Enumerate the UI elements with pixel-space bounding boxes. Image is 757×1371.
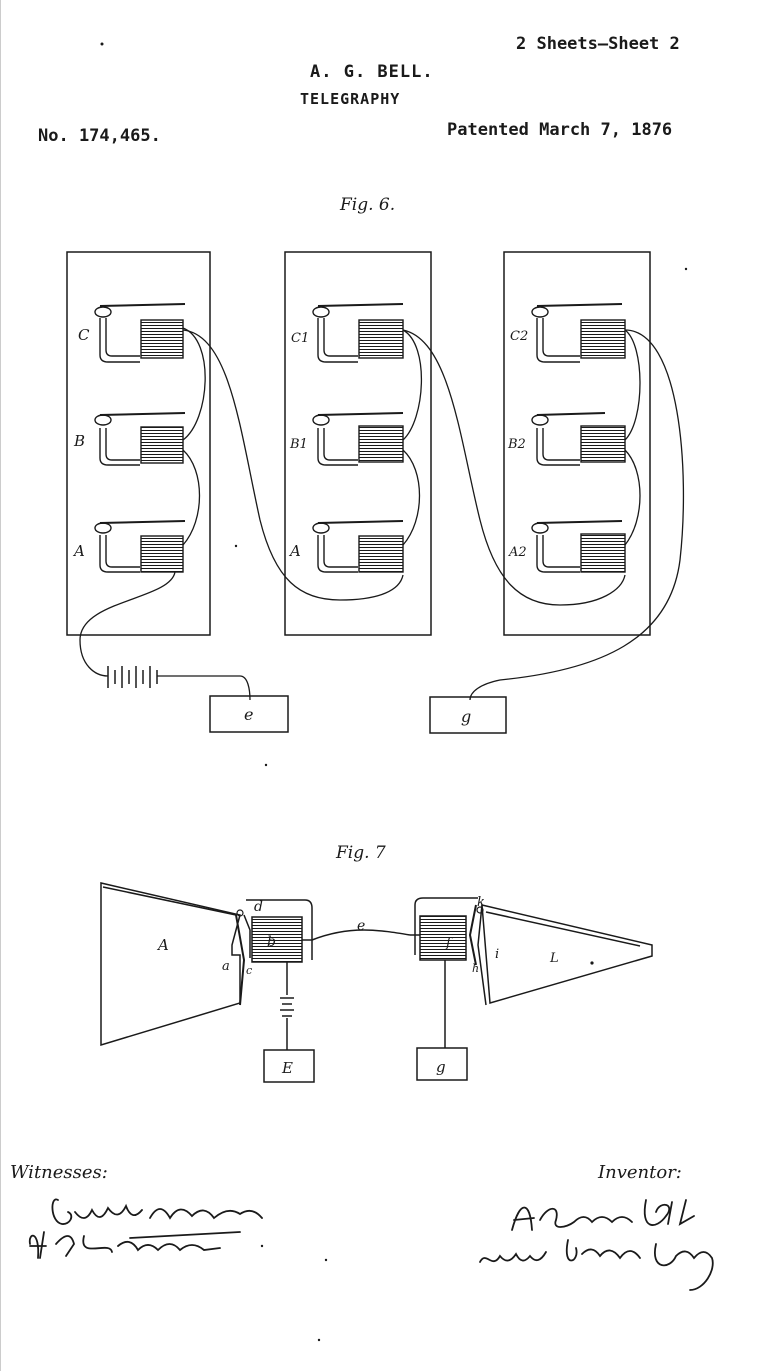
- ground-box-g-label: g: [461, 707, 471, 726]
- label-C1: C1: [291, 331, 309, 346]
- fig7-title: Fig. 7: [336, 843, 386, 863]
- witness-signature-1: [51, 1198, 263, 1225]
- relay-A-panel2: [312, 520, 404, 573]
- panel-3: [503, 251, 651, 636]
- battery-symbol: [107, 666, 158, 688]
- relay-C2: [531, 303, 626, 363]
- relay-A2: [531, 520, 626, 573]
- relay-B: [94, 412, 186, 466]
- relay-B2: [531, 412, 626, 466]
- witness-signature-2: [28, 1231, 241, 1259]
- label-B1: B1: [289, 437, 308, 452]
- panel-1: [66, 251, 211, 636]
- sheet-number: 2 Sheets—Sheet 2: [516, 34, 680, 54]
- relay-units: [94, 303, 626, 573]
- fig6-title: Fig. 6.: [340, 195, 396, 215]
- relay-C1: [312, 303, 404, 363]
- ground-box-g: [429, 696, 507, 734]
- ground-box-e: [209, 695, 289, 733]
- label-A2: A2: [508, 545, 527, 560]
- patent-subject: TELEGRAPHY: [300, 90, 401, 108]
- patent-date: Patented March 7, 1876: [447, 120, 673, 140]
- label-C: C: [78, 326, 90, 344]
- inventor-label: Inventor:: [598, 1162, 682, 1183]
- label-B: B: [73, 432, 85, 450]
- label-A-panel2: A: [288, 542, 301, 560]
- label-C2: C2: [510, 329, 528, 344]
- relay-C: [94, 303, 186, 363]
- relay-A: [94, 520, 186, 573]
- inventor-signature: [479, 1199, 714, 1291]
- patent-number: No. 174,465.: [38, 126, 161, 146]
- relay-B1: [312, 412, 404, 466]
- label-A: A: [72, 542, 85, 560]
- inventor-name: A. G. BELL.: [310, 62, 434, 82]
- panel-2: [284, 251, 432, 636]
- witnesses-label: Witnesses:: [10, 1162, 108, 1183]
- ground-box-e-label: e: [244, 705, 253, 724]
- label-B2: B2: [507, 437, 526, 452]
